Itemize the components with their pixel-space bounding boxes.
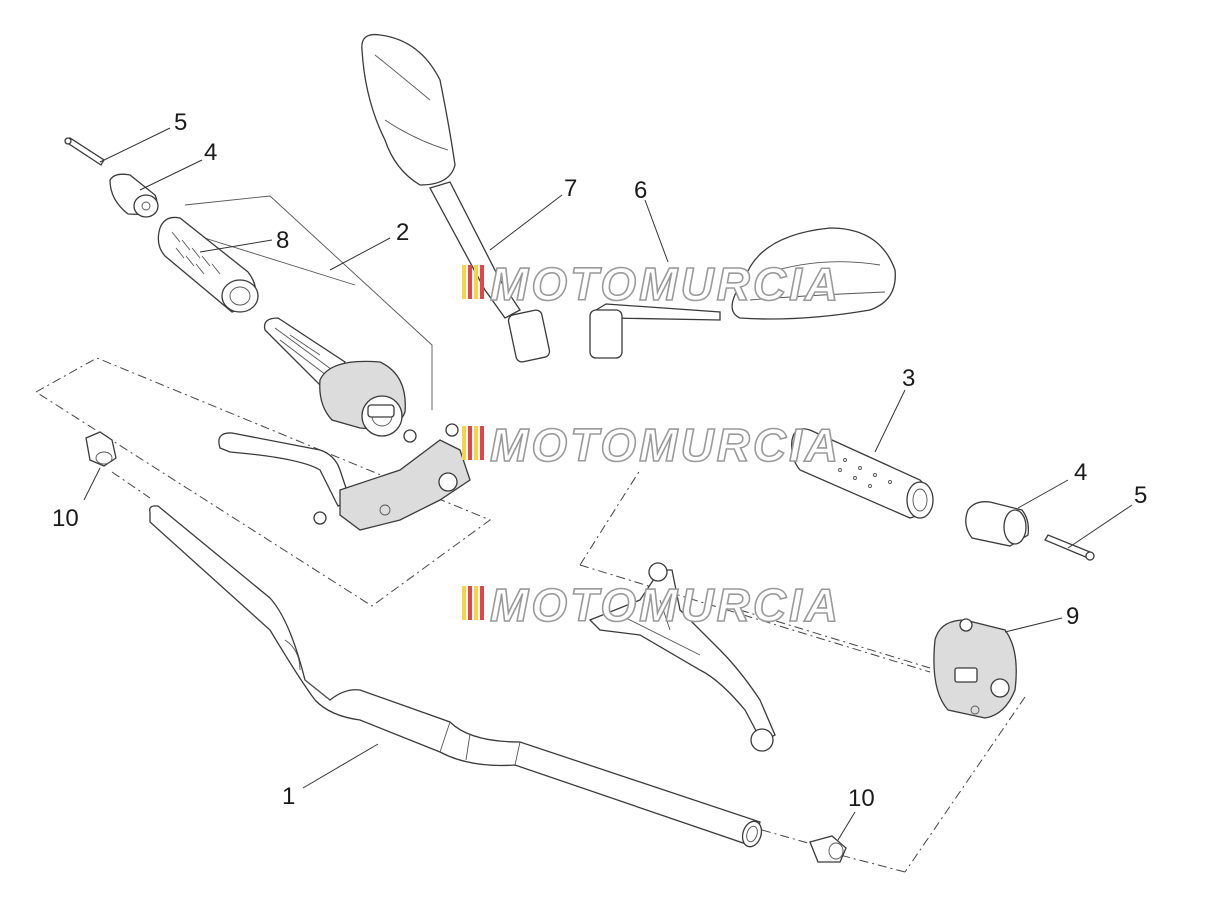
leader-lines (83, 127, 1133, 841)
callout-10-left: 10 (52, 505, 79, 532)
callout-8: 8 (276, 227, 289, 254)
watermark-text-top: MOTOMURCIA (490, 258, 841, 310)
brake-lever (588, 562, 776, 752)
watermark-top: MOTOMURCIA (462, 257, 841, 311)
callout-5-right: 5 (1134, 482, 1147, 509)
callout-7: 7 (564, 175, 577, 202)
handlebar-part-1 (149, 505, 763, 848)
watermark-middle: MOTOMURCIA (462, 418, 841, 472)
callout-9: 9 (1066, 603, 1079, 630)
mirror-part-7 (361, 33, 551, 363)
callout-10-right: 10 (848, 785, 875, 812)
callout-1: 1 (282, 783, 295, 810)
callout-4-right: 4 (1074, 459, 1087, 486)
assembly-outlines (35, 195, 1026, 873)
callout-3: 3 (902, 365, 915, 392)
throttle-assembly-part-2 (263, 317, 406, 437)
plug-part-10-left (85, 431, 117, 467)
watermark-text-middle: MOTOMURCIA (490, 419, 841, 471)
callout-5-left: 5 (174, 109, 187, 136)
clutch-lever (218, 423, 471, 531)
grip-part-3 (791, 428, 934, 519)
watermark-text-bottom: MOTOMURCIA (490, 579, 841, 631)
grip-part-8 (157, 216, 259, 313)
watermark-bottom: MOTOMURCIA (462, 578, 841, 632)
callout-labels: 5 4 8 2 7 6 3 4 5 10 9 1 10 (52, 109, 1147, 812)
switch-housing-part-9 (933, 618, 1017, 719)
callout-4-left: 4 (204, 139, 217, 166)
callout-6: 6 (634, 177, 647, 204)
plug-part-10-right (809, 835, 847, 863)
bar-end-right (965, 501, 1095, 561)
callout-2: 2 (396, 219, 409, 246)
bar-end-left (64, 137, 159, 218)
mirror-part-6 (589, 227, 896, 359)
